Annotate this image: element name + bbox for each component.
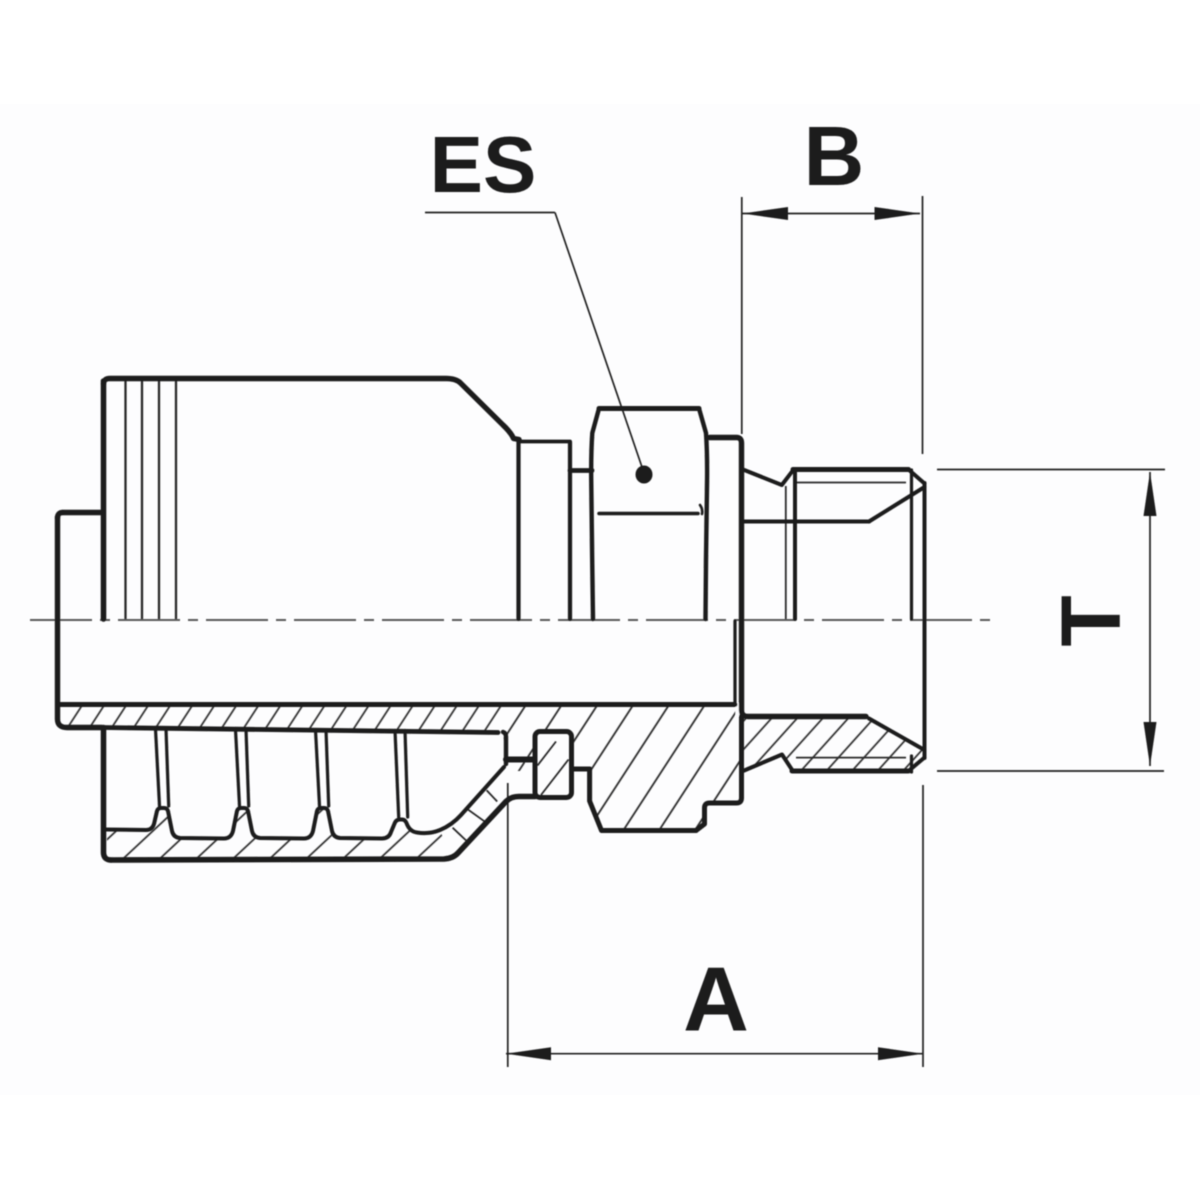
svg-text:B: B <box>804 109 865 203</box>
svg-text:ES: ES <box>430 120 537 209</box>
svg-text:T: T <box>1044 595 1138 646</box>
svg-text:A: A <box>683 950 749 1051</box>
